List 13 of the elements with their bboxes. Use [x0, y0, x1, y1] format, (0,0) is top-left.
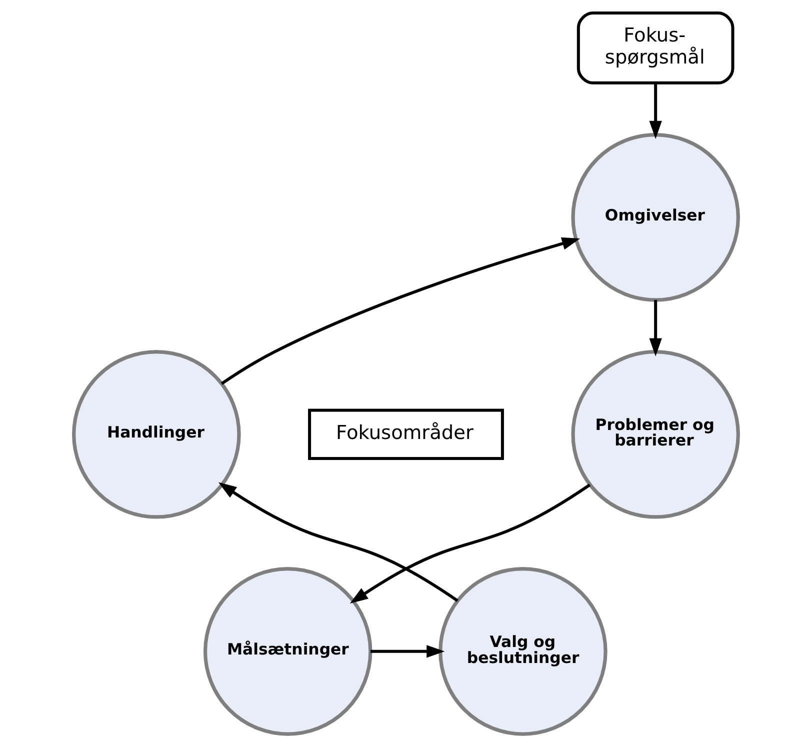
node-box: Fokus- spørgsmål: [576, 11, 734, 84]
node-circle: Valg og beslutninger: [438, 567, 607, 736]
node-circle: Problemer og barrierer: [570, 350, 740, 519]
node-circle: Målsætninger: [202, 567, 372, 736]
arrow: [648, 82, 662, 139]
node-box: Fokusområder: [308, 408, 504, 460]
node-circle: Handlinger: [72, 350, 240, 519]
arrow: [220, 237, 580, 385]
node-circle: Omgivelser: [570, 132, 740, 302]
arrow: [349, 484, 590, 604]
arrow: [218, 482, 458, 602]
arrow: [370, 645, 444, 658]
arrow: [648, 300, 662, 356]
